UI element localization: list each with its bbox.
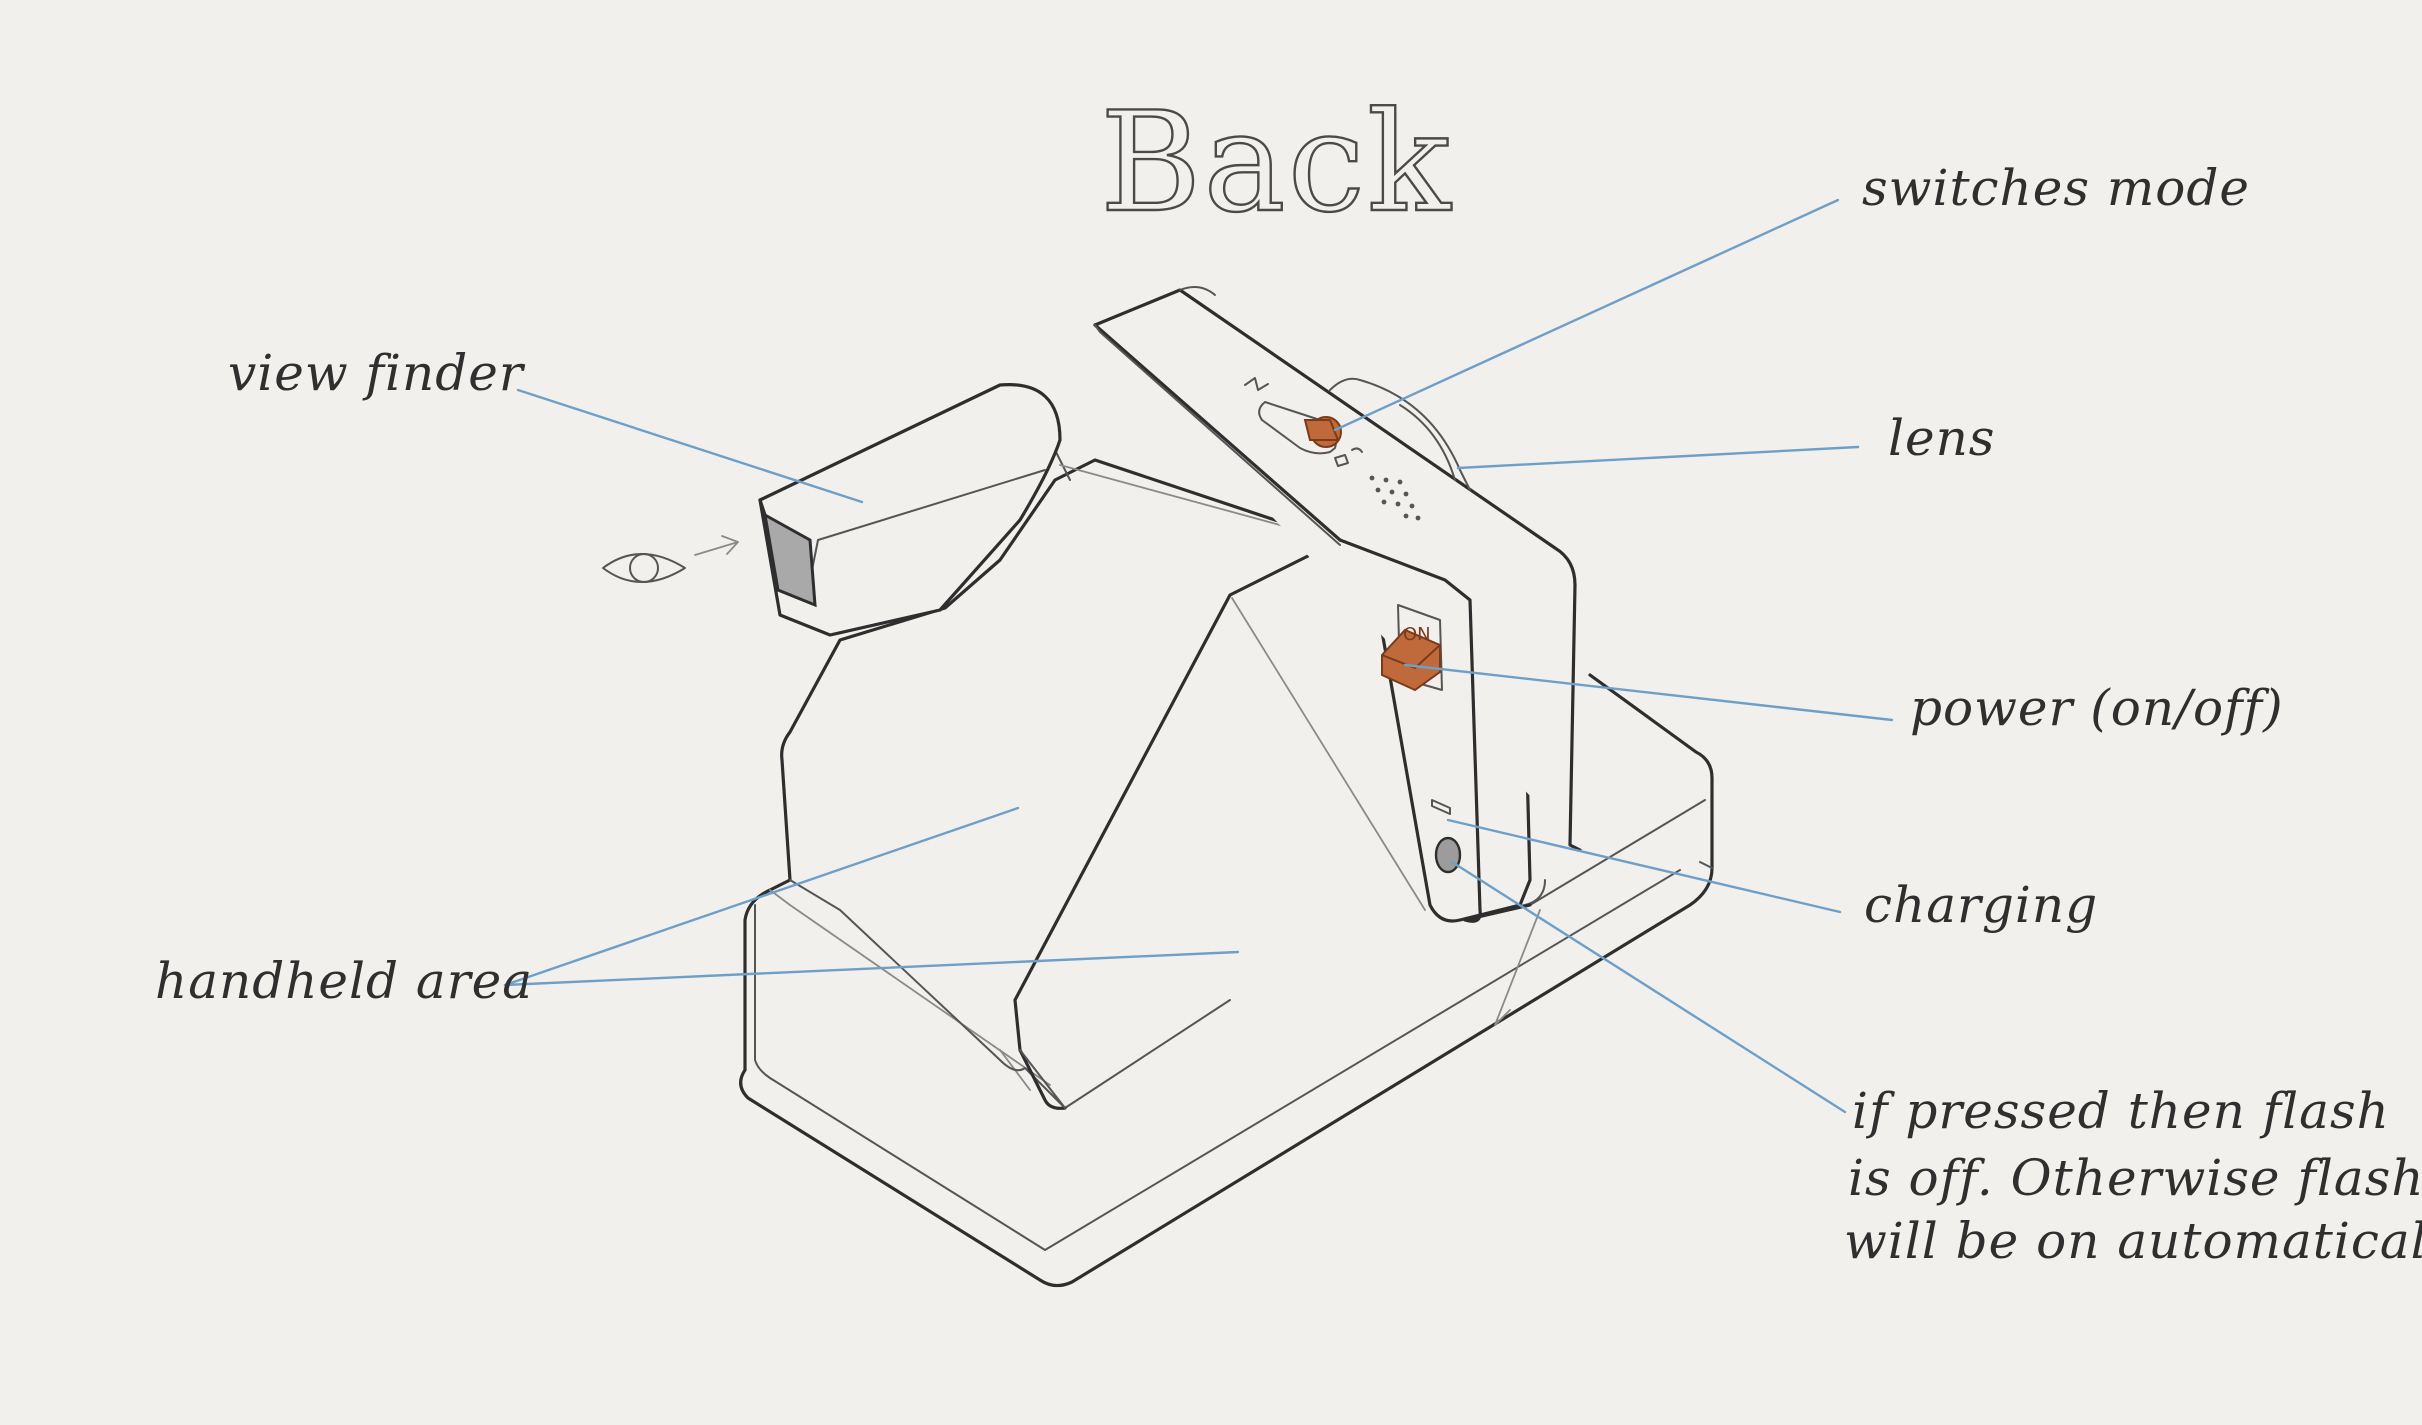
eye-icon <box>602 553 686 583</box>
charging-indicator <box>1431 799 1451 815</box>
arrow-right-icon <box>694 535 739 556</box>
leader-handheld-upper <box>503 806 1020 987</box>
mode-indicator-icon <box>1334 454 1349 467</box>
leader-flash-button <box>1450 860 1847 1114</box>
speaker-grille <box>1369 475 1421 521</box>
label-flash-note-line-1: if pressed then flash <box>1852 1082 2390 1140</box>
camera-top-panel <box>1093 285 1582 923</box>
camera-illustration: ON <box>602 285 1714 1288</box>
leader-power <box>1403 663 1894 722</box>
leader-lines <box>503 198 1894 1114</box>
mode-switch <box>1244 377 1363 467</box>
labels: view finder switches mode lens power (on… <box>155 159 2422 1270</box>
label-power: power (on/off) <box>1910 679 2284 737</box>
label-charging: charging <box>1864 876 2098 934</box>
label-handheld-area: handheld area <box>155 952 533 1010</box>
label-flash-note-line-2: is off. Otherwise flash <box>1848 1149 2422 1207</box>
leader-switches-mode <box>1333 198 1840 432</box>
label-lens: lens <box>1888 409 1995 467</box>
label-flash-note-line-3: will be on automatically. <box>1844 1212 2422 1270</box>
lens-housing <box>1329 377 1471 491</box>
leader-charging <box>1446 818 1842 914</box>
power-switch: ON <box>1381 604 1443 692</box>
leader-view-finder <box>516 388 864 504</box>
flash-icon <box>1244 377 1269 391</box>
power-switch-label: ON <box>1403 624 1431 645</box>
label-view-finder: view finder <box>228 344 526 402</box>
leader-handheld-lower <box>503 950 1240 987</box>
leader-lens <box>1456 445 1860 470</box>
page-title: Back <box>1100 82 1453 243</box>
flash-button <box>1434 836 1462 874</box>
viewfinder <box>758 383 1062 637</box>
label-switches-mode: switches mode <box>1862 159 2250 217</box>
